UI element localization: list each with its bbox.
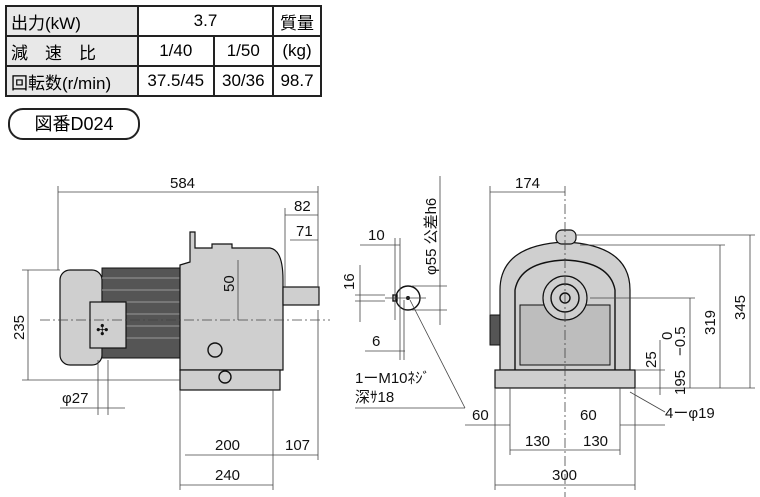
dim-300: 300 <box>552 467 577 484</box>
dim-key-depth: 6 <box>372 333 380 350</box>
dim-shaft-dia: φ55 公差h6 <box>423 198 440 275</box>
shaft-end-view: 10 16 6 φ55 公差h6 1ーM10ﾈｼﾞ 深ｻ18 <box>341 176 466 409</box>
dim-key-width: 10 <box>368 227 385 244</box>
dim-130-left: 130 <box>525 433 550 450</box>
dim-fan-dia: φ27 <box>62 390 88 407</box>
dim-key-height: 16 <box>341 273 358 290</box>
fan-logo-icon: ✣ <box>96 322 109 339</box>
mass-unit: (kg) <box>272 35 322 67</box>
dim-195: 195 <box>672 370 689 395</box>
ratio-value: 1/50 <box>212 35 275 67</box>
gear-housing <box>179 231 284 371</box>
dim-174: 174 <box>515 175 540 192</box>
table-row: 減 速 比 1/40 1/50 (kg) <box>5 35 322 67</box>
dim-235: 235 <box>11 315 28 340</box>
side-view: ✣ 584 82 71 235 50 φ27 200 107 240 <box>11 175 330 490</box>
mass-header: 質量 <box>272 5 322 37</box>
ratio-value: 1/40 <box>137 35 215 67</box>
speed-label: 回転数(r/min) <box>5 65 139 97</box>
dim-240: 240 <box>215 467 240 484</box>
tol-upper: 0 <box>659 332 676 340</box>
dim-584: 584 <box>170 175 195 192</box>
mass-value: 98.7 <box>272 65 322 97</box>
ratio-label: 減 速 比 <box>5 35 139 67</box>
table-row: 出力(kW) 3.7 質量 <box>5 5 322 37</box>
dim-319: 319 <box>702 310 719 335</box>
output-value: 3.7 <box>137 5 274 37</box>
output-shaft <box>282 286 320 306</box>
dim-71: 71 <box>296 223 313 240</box>
tap-spec: 1ーM10ﾈｼﾞ <box>355 370 430 387</box>
dim-50: 50 <box>221 275 238 292</box>
speed-value: 37.5/45 <box>137 65 215 97</box>
dim-200: 200 <box>215 437 240 454</box>
dim-25: 25 <box>643 351 660 368</box>
output-label: 出力(kW) <box>5 5 139 37</box>
table-row: 回転数(r/min) 37.5/45 30/36 98.7 <box>5 65 322 97</box>
dim-82: 82 <box>294 198 311 215</box>
spec-table: 出力(kW) 3.7 質量 減 速 比 1/40 1/50 (kg) 回転数(r… <box>5 5 322 97</box>
speed-value: 30/36 <box>212 65 275 97</box>
tap-depth: 深ｻ18 <box>355 389 394 406</box>
dim-60-left: 60 <box>472 407 489 424</box>
hole-spec: 4ーφ19 <box>665 405 715 422</box>
dim-130-right: 130 <box>583 433 608 450</box>
drawing-number-badge: 図番D024 <box>8 108 140 140</box>
dim-107: 107 <box>285 437 310 454</box>
front-view: 174 345 319 195 0 −0.5 25 60 130 60 130 … <box>465 175 755 497</box>
terminal-box <box>89 301 127 349</box>
lifting-eye <box>555 229 577 245</box>
tol-lower: −0.5 <box>672 326 689 356</box>
dim-345: 345 <box>732 295 749 320</box>
dim-60-right: 60 <box>580 407 597 424</box>
